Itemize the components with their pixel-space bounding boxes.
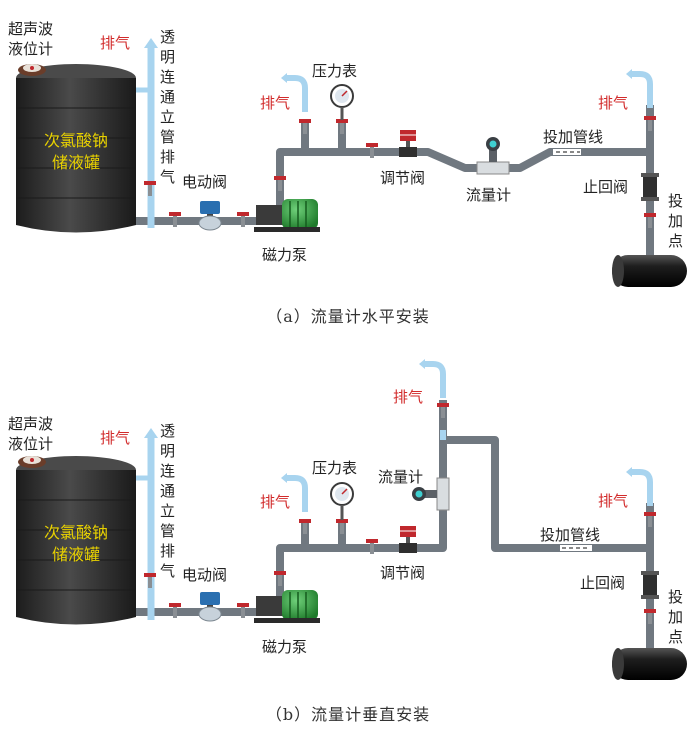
regulating-valve-icon-a [398,129,418,158]
dosing-point-char-a-1: 投 [668,192,683,210]
level-meter-label-b-2: 液位计 [8,435,53,453]
level-meter-label-a-2: 液位计 [8,40,53,58]
pressure-gauge-label-b: 压力表 [312,459,357,477]
regulating-valve-label-b: 调节阀 [380,564,425,582]
check-valve-label-a: 止回阀 [583,178,628,196]
riser-valve-icon-b [274,571,286,586]
gauge-valve-icon-a [336,119,348,134]
dosing-line-label-b: 投加管线 [540,526,600,544]
flowmeter-label-a: 流量计 [466,186,511,204]
riser-valve-icon-a [274,176,286,191]
dosing-point-char-b-1: 投 [668,588,683,606]
pressure-gauge-label-a: 压力表 [312,62,357,80]
regulating-valve-label-a: 调节阀 [380,169,425,187]
electric-valve-label-b: 电动阀 [182,566,227,584]
magnetic-pump-icon-a [253,198,321,233]
dosing-point-char-b-3: 点 [668,628,683,646]
exhaust-valve-icon-a2 [644,116,656,131]
dosing-point-char-b-2: 加 [668,608,683,626]
vent-pipe-char-b-2: 明 [160,442,175,460]
vent-arrow-tank-b [144,428,158,438]
storage-tank-a [16,64,136,233]
vent-pipe-label-b: 透 明 连 通 立 管 排 气 [160,422,175,580]
exhaust-label-b-1: 排气 [100,429,130,447]
panel-b: 超声波 液位计 排气 透 明 连 通 立 管 排 气 次氯酸钠 储液罐 电动阀 … [8,359,687,724]
vent-pipe-char-a-4: 通 [160,88,175,106]
panel-a: 超声波 液位计 排气 透 明 连 通 立 管 排 气 次氯酸钠 储液罐 电动阀 … [8,20,687,326]
flowmeter-label-b: 流量计 [378,468,423,486]
vent-pipe-char-b-8: 气 [160,562,175,580]
magnetic-pump-label-a: 磁力泵 [262,246,307,264]
vent-pipe-char-a-6: 管 [160,128,175,146]
exhaust-label-b-4: 排气 [598,492,628,510]
check-valve-label-b: 止回阀 [580,574,625,592]
exhaust-label-b-2: 排气 [260,493,290,511]
electric-valve-label-a: 电动阀 [182,173,227,191]
exhaust-valve-icon-b2 [437,403,449,418]
dosing-valve-icon-a [644,213,656,228]
check-valve-icon-b [641,571,659,599]
vent-pipe-char-a-2: 明 [160,48,175,66]
magnetic-pump-icon-b [253,589,321,624]
gauge-valve-icon-b [336,519,348,534]
dosing-point-char-a-2: 加 [668,212,683,230]
vent-pipe-char-a-5: 立 [160,108,175,126]
vent-arrow-tank-a [144,38,158,48]
dosing-point-b [612,648,687,680]
vent-pipe-char-b-5: 立 [160,502,175,520]
exhaust-label-a-1: 排气 [100,34,130,52]
vent-pipe-char-a-8: 气 [160,168,175,186]
vent-pipe-char-a-3: 连 [160,68,175,86]
caption-b: （b）流量计垂直安装 [266,705,430,724]
regulating-valve-icon-b [398,525,418,554]
electric-valve-icon-a [198,200,222,231]
pressure-gauge-icon-a [330,84,354,108]
pressure-gauge-icon-b [330,482,354,506]
vent-pipe-label-a: 透 明 连 通 立 管 排 气 [160,28,175,186]
vent-pipe-char-b-7: 排 [160,542,175,560]
caption-a: （a）流量计水平安装 [266,307,430,326]
exhaust-valve-icon-b3 [644,512,656,527]
exhaust-label-b-3: 排气 [393,388,423,406]
flowmeter-icon-a [476,136,510,175]
level-meter-icon-b [18,456,46,468]
vent-pipe-char-b-6: 管 [160,522,175,540]
exhaust-vent-icon-a2 [626,69,650,108]
tank-label-b-1: 次氯酸钠 [44,523,108,542]
dosing-line-label-a: 投加管线 [543,128,603,146]
magnetic-pump-label-b: 磁力泵 [262,638,307,656]
check-valve-icon-a [641,173,659,201]
dosing-point-char-a-3: 点 [668,232,683,250]
level-meter-icon-a [18,64,46,76]
vent-pipe-char-b-1: 透 [160,422,175,440]
exhaust-label-a-2: 排气 [260,94,290,112]
level-meter-label-b-1: 超声波 [8,415,53,433]
vent-pipe-char-a-1: 透 [160,28,175,46]
storage-tank-b [16,456,136,625]
exhaust-label-a-3: 排气 [598,94,628,112]
dosing-valve-icon-b [644,609,656,624]
tank-label-a-1: 次氯酸钠 [44,131,108,150]
exhaust-valve-icon-b [299,519,311,534]
vent-pipe-char-a-7: 排 [160,148,175,166]
exhaust-vent-icon-b3 [626,467,650,506]
tank-label-a-2: 储液罐 [52,153,100,172]
tank-label-b-2: 储液罐 [52,545,100,564]
level-meter-label-a-1: 超声波 [8,20,53,38]
dosing-point-a [612,255,687,287]
electric-valve-icon-b [198,591,222,622]
vent-pipe-char-b-4: 通 [160,482,175,500]
vent-pipe-char-b-3: 连 [160,462,175,480]
exhaust-valve-icon-a [299,119,311,134]
